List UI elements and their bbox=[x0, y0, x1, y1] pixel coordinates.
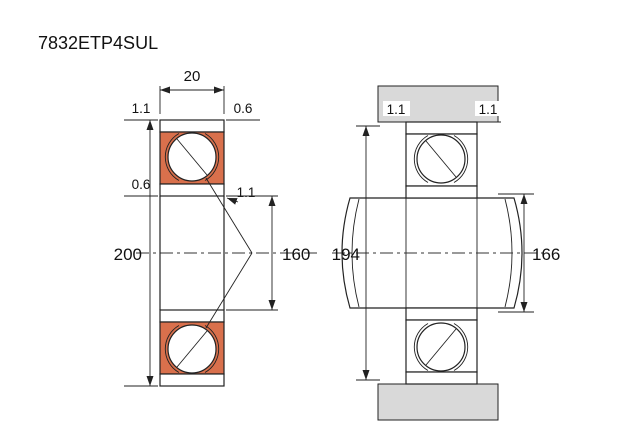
inner-ring bbox=[405, 307, 478, 321]
outer-ring bbox=[405, 371, 478, 385]
dim-mounted-chamfer-right: 1.1 bbox=[475, 101, 502, 123]
dim-housing-shoulder: 194 bbox=[332, 125, 380, 381]
dim-194-value: 194 bbox=[332, 245, 360, 264]
chamfer-value: 1.1 bbox=[479, 102, 498, 117]
inner-ring bbox=[159, 309, 225, 323]
chamfer-value: 1.1 bbox=[132, 101, 151, 116]
contact-angle-line-lower bbox=[205, 252, 253, 329]
front-section-view: 20 1.1 0.6 0.6 1.1 200 bbox=[114, 68, 320, 387]
part-number-title: 7832ETP4SUL bbox=[38, 33, 158, 53]
mounted-lower-section bbox=[405, 307, 478, 385]
dim-chamfer-top-left: 1.1 bbox=[124, 101, 158, 121]
mounted-view: 1.1 1.1 194 166 bbox=[332, 85, 560, 421]
outer-ring bbox=[159, 119, 225, 133]
chamfer-value: 1.1 bbox=[237, 185, 256, 200]
dim-chamfer-top-right: 0.6 bbox=[226, 101, 260, 121]
front-upper-section bbox=[159, 119, 225, 197]
shaft-end-arc-left bbox=[351, 198, 360, 308]
dim-chamfer-bore-mid: 1.1 bbox=[226, 185, 256, 205]
housing-bottom bbox=[377, 383, 499, 421]
front-lower-section bbox=[159, 309, 225, 387]
chamfer-value: 1.1 bbox=[387, 102, 406, 117]
outer-ring bbox=[405, 121, 478, 135]
dim-bore-value: 160 bbox=[282, 245, 310, 264]
dim-166-value: 166 bbox=[532, 245, 560, 264]
dim-outer-diameter: 200 bbox=[114, 120, 158, 387]
dim-chamfer-bore-left: 0.6 bbox=[124, 177, 158, 197]
dim-width-value: 20 bbox=[184, 68, 201, 85]
inner-ring bbox=[405, 185, 478, 199]
dim-shaft-shoulder: 166 bbox=[498, 193, 560, 313]
chamfer-value: 0.6 bbox=[132, 177, 151, 192]
outer-ring bbox=[159, 373, 225, 387]
dim-od-value: 200 bbox=[114, 245, 142, 264]
dim-width: 20 bbox=[159, 68, 225, 114]
chamfer-value: 0.6 bbox=[234, 101, 253, 116]
mounted-upper-section bbox=[405, 121, 478, 199]
inner-ring bbox=[159, 183, 225, 197]
contact-angle-line-upper bbox=[205, 177, 253, 254]
dim-mounted-chamfer-left: 1.1 bbox=[382, 101, 410, 123]
dim-bore-diameter: 160 bbox=[226, 195, 310, 311]
